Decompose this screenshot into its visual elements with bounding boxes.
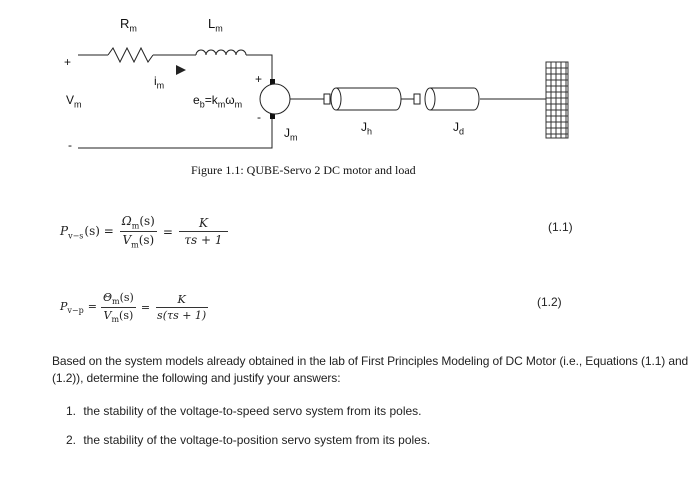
minus-left-label: -	[68, 138, 72, 152]
equation-number-1-2: (1.2)	[537, 295, 562, 309]
coupler-left	[323, 93, 331, 105]
hub-inertia-cylinder	[330, 87, 402, 111]
question-paragraph: Based on the system models already obtai…	[52, 354, 689, 385]
eq2-fraction-2: K s(τs + 1)	[155, 293, 208, 323]
backemf-label: eb=kmωm	[193, 93, 243, 110]
minus-motor-label: -	[257, 110, 261, 124]
motor-inertia-label: Jm	[284, 126, 298, 143]
disk-inertia-label: Jd	[453, 120, 465, 137]
equation-1-2: Pv−p= Θm(s) Vm(s) = K s(τs + 1)	[60, 291, 208, 324]
inductor-symbol	[195, 49, 247, 56]
figure-caption: Figure 1.1: QUBE-Servo 2 DC motor and lo…	[191, 163, 416, 177]
motor-terminal-top	[270, 79, 275, 86]
wire-bottom	[78, 118, 273, 149]
coupler-right	[413, 93, 421, 105]
list-item: 2. the stability of the voltage-to-posit…	[66, 433, 431, 447]
eq2-fraction-1: Θm(s) Vm(s)	[100, 291, 136, 325]
plus-motor-label: +	[255, 72, 263, 86]
resistor-label: Rm	[120, 16, 137, 34]
eq1-equals: =	[162, 224, 173, 239]
current-arrow	[176, 65, 186, 75]
plus-left-label: +	[64, 55, 72, 69]
voltage-label: Vm	[66, 93, 82, 110]
equation-1-1: Pv−s(s) = Ωm(s) Vm(s) = K τs + 1	[60, 214, 228, 250]
eq1-fraction-2: K τs + 1	[178, 216, 228, 247]
wire-top-right	[246, 54, 273, 80]
hub-inertia-label: Jh	[361, 120, 373, 137]
eq2-lhs: Pv−p=	[60, 300, 97, 316]
motor-symbol	[259, 83, 291, 115]
eq2-equals: =	[140, 301, 151, 315]
eq1-lhs: Pv−s(s) =	[60, 223, 114, 241]
equation-number-1-1: (1.1)	[548, 220, 573, 234]
disk-inertia-cylinder	[424, 87, 480, 111]
motor-circuit-diagram	[78, 46, 569, 149]
eq1-fraction-1: Ωm(s) Vm(s)	[119, 214, 157, 250]
wall-ground	[545, 61, 569, 139]
current-label: im	[154, 74, 165, 91]
resistor-symbol	[107, 46, 154, 64]
list-item: 1. the stability of the voltage-to-speed…	[66, 404, 422, 418]
motor-terminal-bottom	[270, 112, 275, 119]
inductor-label: Lm	[208, 16, 223, 34]
